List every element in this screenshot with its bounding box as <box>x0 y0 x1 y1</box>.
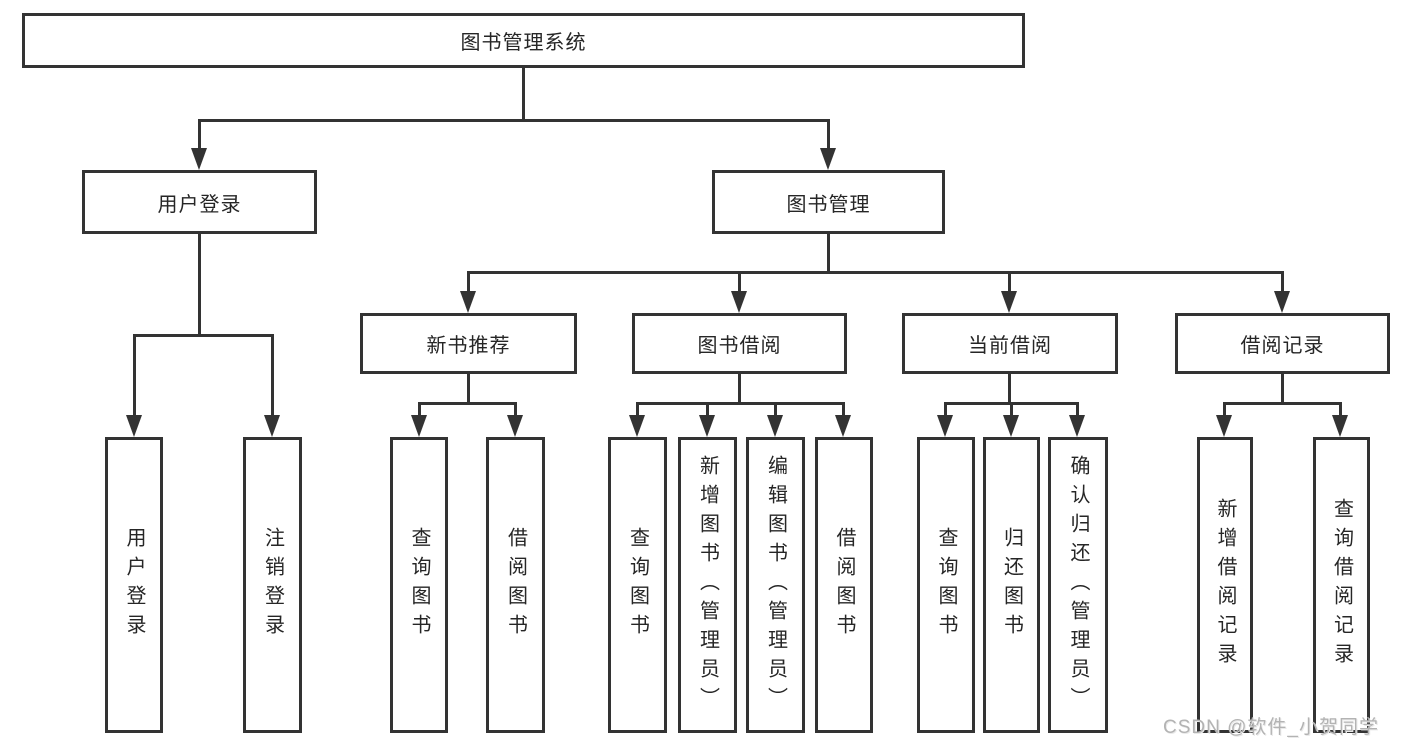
node-book-borrow: 图书借阅 <box>632 313 847 374</box>
leaf-return-books: 归还图书 <box>983 437 1040 733</box>
connector-line <box>1281 271 1284 291</box>
node-new-book-recommend: 新书推荐 <box>360 313 577 374</box>
arrow-down-icon <box>191 148 207 170</box>
leaf-query-books-borrow: 查询图书 <box>608 437 667 733</box>
connector-line <box>1076 402 1079 415</box>
arrow-down-icon <box>507 415 523 437</box>
connector-line <box>467 271 1284 274</box>
node-current-borrow: 当前借阅 <box>902 313 1118 374</box>
arrow-down-icon <box>460 291 476 313</box>
leaf-confirm-return-admin: 确认归还（管理员） <box>1048 437 1108 733</box>
arrow-down-icon <box>1332 415 1348 437</box>
arrow-down-icon <box>731 291 747 313</box>
connector-line <box>738 271 741 291</box>
leaf-query-books-current: 查询图书 <box>917 437 975 733</box>
leaf-user-login: 用户登录 <box>105 437 163 733</box>
arrow-down-icon <box>767 415 783 437</box>
connector-line <box>774 402 777 415</box>
leaf-query-borrow-record: 查询借阅记录 <box>1313 437 1370 733</box>
connector-line <box>198 119 201 148</box>
arrow-down-icon <box>1001 291 1017 313</box>
connector-line <box>706 402 709 415</box>
connector-line <box>827 119 830 148</box>
connector-line <box>467 374 470 405</box>
csdn-watermark: CSDN @软件_小贺同学 <box>1163 717 1379 738</box>
connector-line <box>198 119 830 122</box>
connector-line <box>1008 271 1011 291</box>
leaf-logout: 注销登录 <box>243 437 302 733</box>
node-user-login: 用户登录 <box>82 170 317 234</box>
arrow-down-icon <box>699 415 715 437</box>
node-book-management: 图书管理 <box>712 170 945 234</box>
connector-line <box>944 402 947 415</box>
arrow-down-icon <box>264 415 280 437</box>
connector-line <box>1223 402 1226 415</box>
connector-line <box>636 402 845 405</box>
arrow-down-icon <box>1069 415 1085 437</box>
connector-line <box>467 271 470 291</box>
connector-line <box>842 402 845 415</box>
leaf-edit-books-admin: 编辑图书（管理员） <box>746 437 805 733</box>
connector-line <box>1223 402 1342 405</box>
leaf-add-borrow-record: 新增借阅记录 <box>1197 437 1253 733</box>
arrow-down-icon <box>126 415 142 437</box>
connector-line <box>1008 374 1011 405</box>
arrow-down-icon <box>1216 415 1232 437</box>
connector-line <box>522 68 525 121</box>
arrow-down-icon <box>820 148 836 170</box>
leaf-borrow-books-recommend: 借阅图书 <box>486 437 545 733</box>
node-borrow-records: 借阅记录 <box>1175 313 1390 374</box>
connector-line <box>133 334 136 415</box>
connector-line <box>1281 374 1284 405</box>
connector-line <box>198 233 201 337</box>
connector-line <box>1339 402 1342 415</box>
connector-line <box>827 234 830 274</box>
arrow-down-icon <box>629 415 645 437</box>
connector-line <box>271 334 274 415</box>
connector-line <box>1010 402 1013 415</box>
connector-line <box>636 402 639 415</box>
arrow-down-icon <box>411 415 427 437</box>
connector-line <box>514 402 517 415</box>
connector-line <box>133 334 274 337</box>
arrow-down-icon <box>835 415 851 437</box>
connector-line <box>418 402 421 415</box>
leaf-query-books-recommend: 查询图书 <box>390 437 448 733</box>
connector-line <box>738 374 741 405</box>
node-library-management-system: 图书管理系统 <box>22 13 1025 68</box>
leaf-borrow-books: 借阅图书 <box>815 437 873 733</box>
connector-line <box>418 402 517 405</box>
arrow-down-icon <box>1274 291 1290 313</box>
arrow-down-icon <box>1003 415 1019 437</box>
arrow-down-icon <box>937 415 953 437</box>
leaf-add-books-admin: 新增图书（管理员） <box>678 437 737 733</box>
